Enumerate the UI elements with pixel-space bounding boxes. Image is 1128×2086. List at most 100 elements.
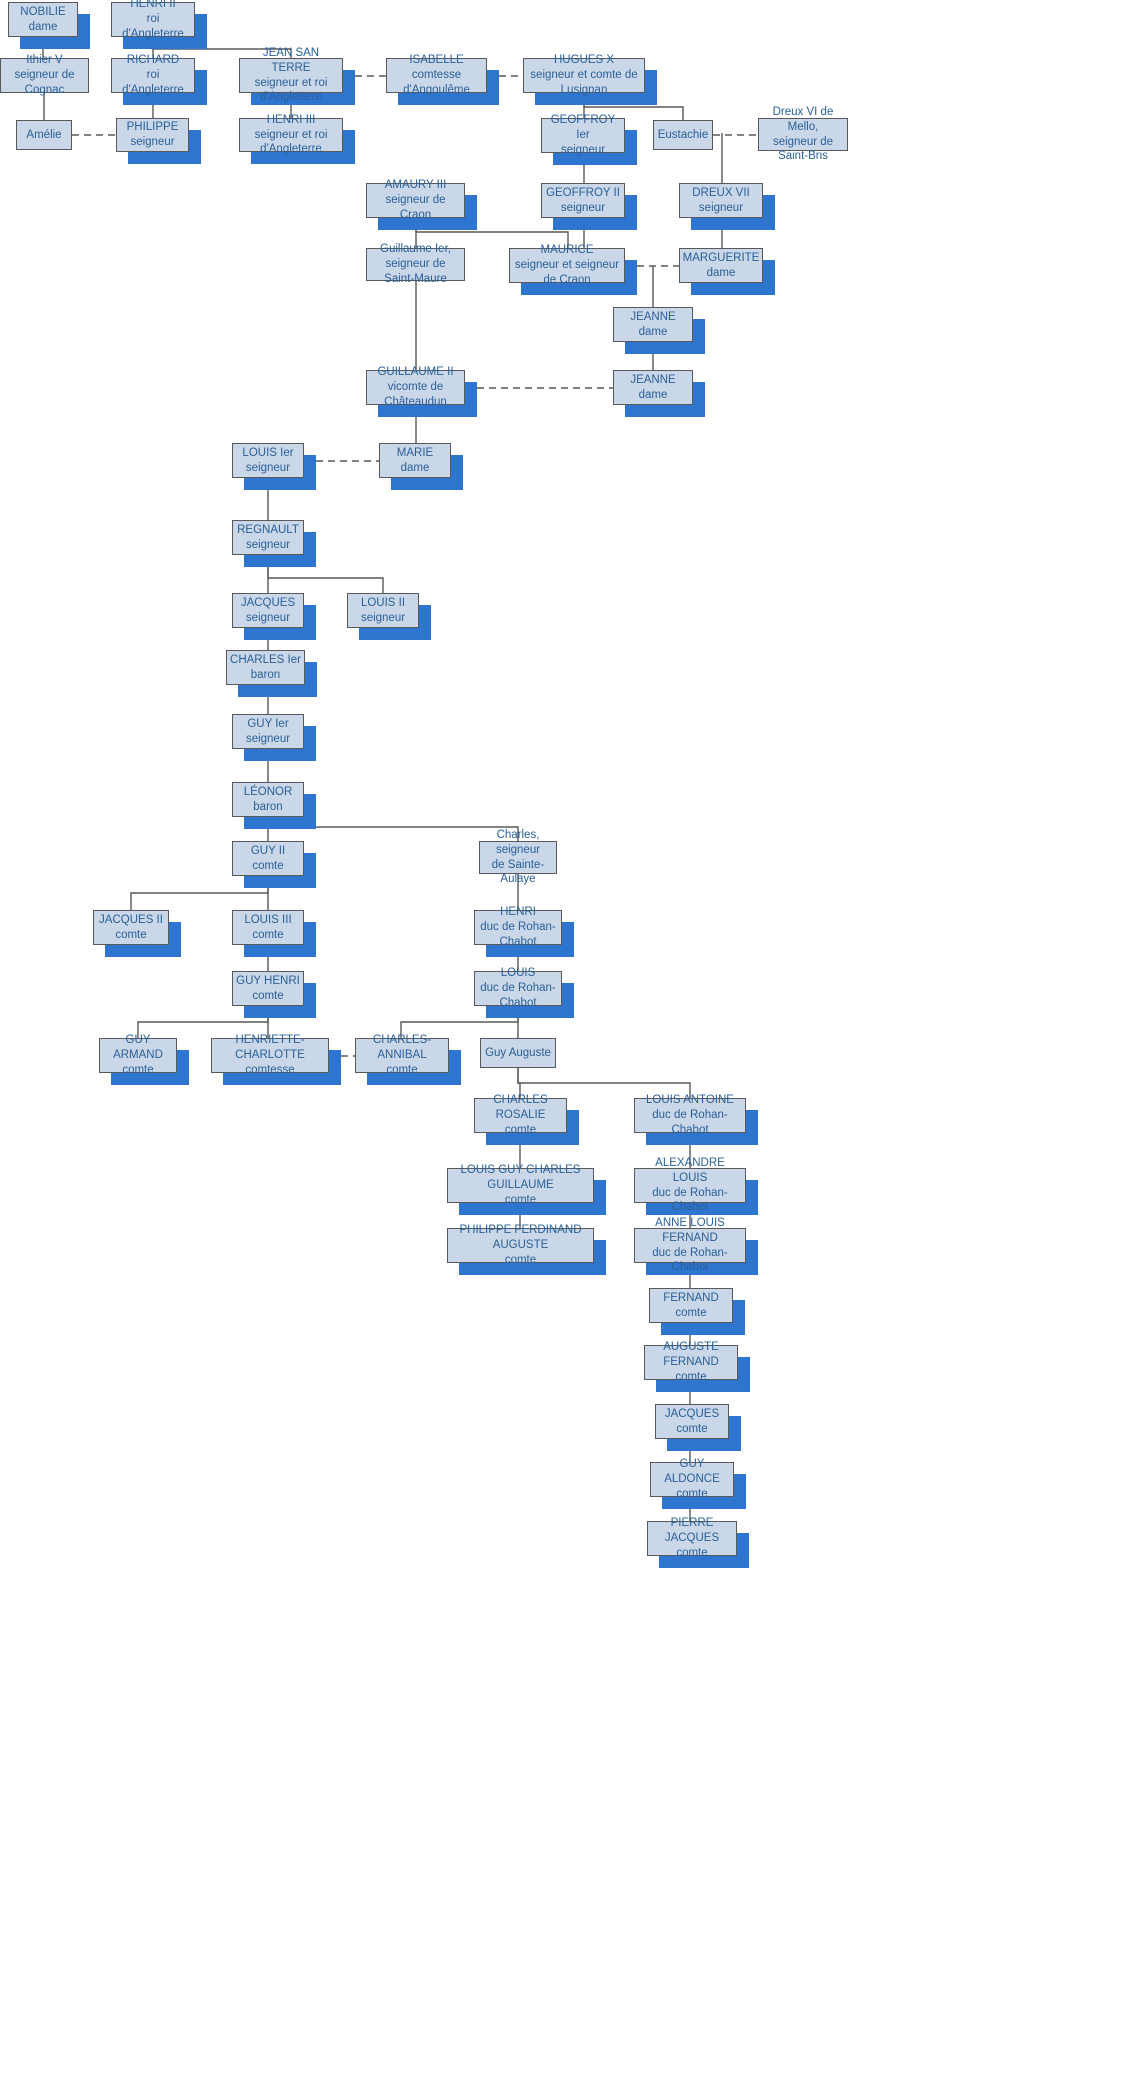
person-name: GUY ALDONCE — [664, 1458, 720, 1486]
person-node-marie[interactable]: MARIE dame — [379, 443, 451, 478]
person-title: dame — [28, 20, 58, 33]
person-node-amelie[interactable]: Amélie — [16, 120, 72, 150]
person-node-eustachie[interactable]: Eustachie — [653, 120, 713, 150]
person-name: JEAN SAN TERRE — [262, 47, 320, 74]
person-node-guyauguste[interactable]: Guy Auguste — [480, 1038, 556, 1068]
person-title: dame — [400, 461, 430, 474]
person-name: RICHARD — [126, 54, 180, 67]
person-title: comte — [252, 989, 284, 1002]
person-title: dame — [638, 388, 668, 401]
person-name: CHARLES ROSALIE — [493, 1094, 548, 1122]
person-name: Dreux VI de Mello, — [772, 106, 834, 133]
person-name: GUILLAUME II — [377, 366, 454, 379]
person-title: baron — [250, 668, 281, 681]
person-title: comte — [386, 1063, 418, 1076]
person-name: LÉONOR — [243, 785, 293, 798]
person-name: AUGUSTE FERNAND — [663, 1341, 719, 1369]
person-name: MARIE — [396, 446, 434, 459]
person-title: dame — [638, 325, 668, 338]
person-title: duc de Rohan-Chabot — [480, 982, 556, 1009]
person-name: GUY II — [250, 844, 286, 857]
person-node-guy2[interactable]: GUY II comte — [232, 841, 304, 876]
person-name: CHARLES Ier — [230, 653, 301, 666]
person-node-leonor[interactable]: LÉONOR baron — [232, 782, 304, 817]
person-name: HUGUES X — [553, 54, 615, 67]
person-node-charles1[interactable]: CHARLES Ier baron — [226, 650, 305, 685]
person-name: HENRIETTE-CHARLOTTE — [235, 1034, 305, 1062]
person-name: JACQUES — [240, 596, 296, 609]
person-name: AMAURY III — [384, 179, 447, 192]
person-title: duc de Rohan-Chabot — [652, 1186, 728, 1214]
person-node-dreux6[interactable]: Dreux VI de Mello,seigneur de Saint-Bris — [758, 106, 848, 162]
person-title: comte — [504, 1193, 537, 1206]
person-title: seigneur et roi d'Angleterre — [254, 128, 328, 156]
person-name: REGNAULT — [237, 523, 299, 536]
person-title: seigneur — [245, 611, 291, 624]
person-name: PIERRE JACQUES — [664, 1517, 720, 1545]
person-node-louis_rc[interactable]: LOUIS duc de Rohan-Chabot — [474, 967, 562, 1009]
person-name: GUY Ier — [247, 717, 289, 730]
person-name: PHILIPPE FERDINAND AUGUSTE — [459, 1224, 582, 1252]
person-title: comte — [676, 1546, 708, 1559]
person-name: LOUIS ANTOINE — [646, 1094, 734, 1107]
person-name: ALEXANDRE LOUIS — [655, 1157, 725, 1184]
person-title: roi d'Angleterre — [122, 13, 184, 40]
person-node-guillaume2[interactable]: GUILLAUME II vicomte de Châteaudun — [366, 366, 465, 408]
person-name: Ithier V — [26, 54, 63, 67]
person-title: baron — [253, 800, 283, 813]
person-title: seigneur et seigneur de Craon — [514, 259, 620, 286]
person-name: Charles, seigneur — [495, 829, 541, 856]
person-name: GUY ARMAND — [113, 1034, 163, 1062]
person-name: Eustachie — [657, 128, 709, 141]
person-node-henri2[interactable]: HENRI II roi d'Angleterre — [111, 0, 195, 40]
person-name: JACQUES — [664, 1407, 720, 1420]
person-name: HENRI II — [130, 0, 176, 11]
person-name: DREUX VII — [692, 186, 750, 199]
person-title: comte — [252, 859, 284, 872]
person-node-jacques[interactable]: JACQUES seigneur — [232, 593, 304, 628]
person-title: comte — [675, 1370, 707, 1383]
person-title: vicomte de Châteaudun — [384, 381, 447, 408]
person-name: LOUIS — [500, 967, 536, 980]
